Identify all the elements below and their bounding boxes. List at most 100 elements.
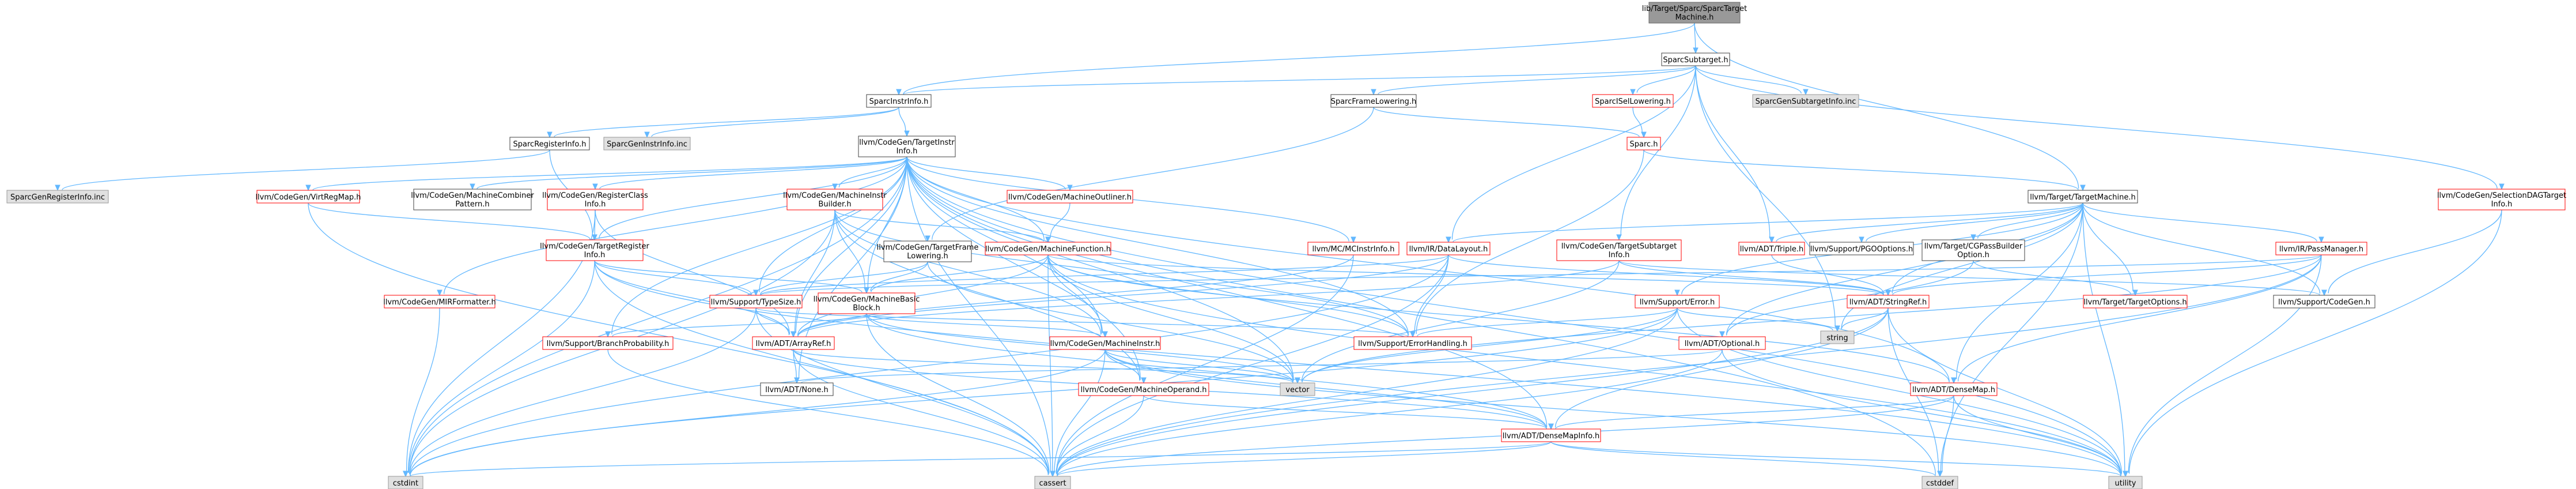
node-adt-densemap[interactable]: llvm/ADT/DenseMap.h — [1910, 382, 1998, 396]
dependency-edge — [607, 349, 1056, 477]
node-branch-prob[interactable]: llvm/Support/BranchProbability.h — [542, 336, 674, 350]
node-datalayout[interactable]: llvm/IR/DataLayout.h — [1406, 242, 1491, 255]
node-cstddef[interactable]: cstddef — [1921, 476, 1958, 489]
dependency-edge — [1050, 254, 1354, 477]
node-machine-operand[interactable]: llvm/CodeGen/MachineOperand.h — [1078, 382, 1209, 396]
node-sparc-isellowering[interactable]: SparcISelLowering.h — [1592, 94, 1674, 108]
node-machine-outliner[interactable]: llvm/CodeGen/MachineOutliner.h — [1007, 190, 1133, 204]
node-label: llvm/ADT/Optional.h — [1685, 340, 1760, 348]
node-sparc-subtarget[interactable]: SparcSubtarget.h — [1661, 52, 1730, 66]
dependency-edge — [1695, 65, 1775, 243]
node-support-codegen[interactable]: llvm/Support/CodeGen.h — [2273, 295, 2375, 309]
node-pass-manager[interactable]: llvm/IR/PassManager.h — [2275, 242, 2367, 255]
node-label: cstdint — [393, 479, 418, 488]
dependency-edge — [1050, 441, 1552, 477]
node-label: Block.h — [853, 304, 880, 313]
node-mc-instrinfo[interactable]: llvm/MC/MCInstrInfo.h — [1307, 242, 1399, 255]
dependency-edge — [1951, 202, 2083, 384]
node-label: llvm/CodeGen/TargetRegister — [540, 242, 649, 251]
node-label: llvm/CodeGen/MachineBasic — [814, 295, 920, 304]
node-vector[interactable]: vector — [1280, 382, 1315, 396]
node-label: Machine.h — [1675, 13, 1714, 22]
node-label: llvm/Support/CodeGen.h — [2278, 298, 2370, 307]
dependency-edge — [1677, 307, 2128, 477]
dependency-edge — [605, 313, 867, 338]
node-sparc-instrinfo[interactable]: SparcInstrInfo.h — [866, 94, 932, 108]
dependency-edge — [2082, 202, 2128, 477]
dependency-edge — [753, 156, 907, 296]
dependency-edge — [403, 349, 1106, 477]
dependency-edge — [1548, 395, 1954, 430]
node-adt-optional[interactable]: llvm/ADT/Optional.h — [1678, 336, 1766, 350]
node-error-handling[interactable]: llvm/Support/ErrorHandling.h — [1353, 336, 1472, 350]
node-label: cassert — [1039, 479, 1066, 488]
node-adt-densemapinfo[interactable]: llvm/ADT/DenseMapInfo.h — [1501, 428, 1601, 442]
dependency-edge — [470, 156, 907, 190]
node-sparc-gen-subtarget[interactable]: SparcGenSubtargetInfo.inc — [1752, 94, 1859, 108]
header-nodes: lib/Target/Sparc/SparcTargetMachine.hSpa… — [6, 2, 2566, 489]
dependency-edge — [1695, 65, 2505, 190]
dependency-edge — [403, 307, 756, 477]
dependency-edge — [1050, 395, 1144, 477]
node-label: Info.h — [897, 147, 918, 156]
node-target-machine[interactable]: llvm/Target/TargetMachine.h — [2027, 190, 2138, 204]
node-adt-stringref[interactable]: llvm/ADT/StringRef.h — [1847, 295, 1930, 309]
dependency-edge — [403, 441, 1552, 477]
node-label: llvm/IR/PassManager.h — [2279, 245, 2363, 254]
dependency-edge — [592, 209, 597, 241]
node-label: SparcSubtarget.h — [1663, 56, 1728, 65]
node-cassert[interactable]: cassert — [1034, 476, 1071, 489]
node-utility[interactable]: utility — [2108, 476, 2143, 489]
node-support-error[interactable]: llvm/Support/Error.h — [1635, 295, 1720, 309]
node-label: llvm/CodeGen/MachineInstr.h — [1050, 340, 1160, 348]
node-label: SparcGenInstrInfo.inc — [607, 140, 687, 149]
node-label: llvm/Support/Error.h — [1640, 298, 1715, 307]
node-label: llvm/ADT/Triple.h — [1740, 245, 1803, 254]
node-label: Pattern.h — [455, 200, 489, 209]
node-label: SparcGenSubtargetInfo.inc — [1756, 97, 1856, 106]
node-label: Builder.h — [818, 200, 851, 209]
node-sparc-h[interactable]: Sparc.h — [1626, 137, 1661, 151]
node-machine-instr[interactable]: llvm/CodeGen/MachineInstr.h — [1049, 336, 1161, 350]
node-adt-triple[interactable]: llvm/ADT/Triple.h — [1738, 242, 1805, 255]
node-pgo-options[interactable]: llvm/Support/PGOOptions.h — [1809, 242, 1914, 255]
node-adt-arrayref[interactable]: llvm/ADT/ArrayRef.h — [752, 336, 835, 350]
node-sparc-gen-registerinfo[interactable]: SparcGenRegisterInfo.inc — [6, 190, 109, 204]
dependency-edge — [1104, 349, 1147, 384]
node-label: SparcGenRegisterInfo.inc — [10, 193, 105, 202]
node-label: llvm/CodeGen/MachineInstr — [783, 191, 887, 200]
node-typesize[interactable]: llvm/Support/TypeSize.h — [709, 295, 803, 309]
node-sparc-registerinfo[interactable]: SparcRegisterInfo.h — [509, 137, 590, 151]
dependency-edge — [1047, 254, 1957, 384]
node-label: llvm/ADT/DenseMap.h — [1912, 386, 1995, 394]
dependency-edge — [906, 156, 2128, 477]
dependency-edge — [755, 307, 1416, 338]
dependency-edge — [1951, 254, 2322, 384]
node-mir-formatter[interactable]: llvm/CodeGen/MIRFormatter.h — [383, 295, 496, 309]
node-sparc-framelowering[interactable]: SparcFrameLowering.h — [1330, 94, 1417, 108]
node-cstdint[interactable]: cstdint — [388, 476, 423, 489]
node-adt-none[interactable]: llvm/ADT/None.h — [760, 382, 834, 396]
node-string[interactable]: string — [1820, 330, 1855, 344]
dependency-edge — [1616, 65, 1696, 241]
node-sparc-gen-instrinfo[interactable]: SparcGenInstrInfo.inc — [603, 137, 691, 151]
node-label: llvm/CodeGen/TargetSubtarget — [1561, 242, 1677, 251]
node-label: Info.h — [584, 251, 606, 259]
node-label: llvm/MC/MCInstrInfo.h — [1312, 245, 1395, 254]
node-target-options[interactable]: llvm/Target/TargetOptions.h — [2083, 295, 2188, 309]
dependency-edge — [1446, 65, 1696, 243]
node-virtregmap[interactable]: llvm/CodeGen/VirtRegMap.h — [255, 190, 361, 204]
dependency-edge — [594, 260, 869, 294]
node-machine-function[interactable]: llvm/CodeGen/MachineFunction.h — [985, 242, 1111, 255]
node-label: llvm/CodeGen/SelectionDAGTarget — [2437, 191, 2566, 200]
